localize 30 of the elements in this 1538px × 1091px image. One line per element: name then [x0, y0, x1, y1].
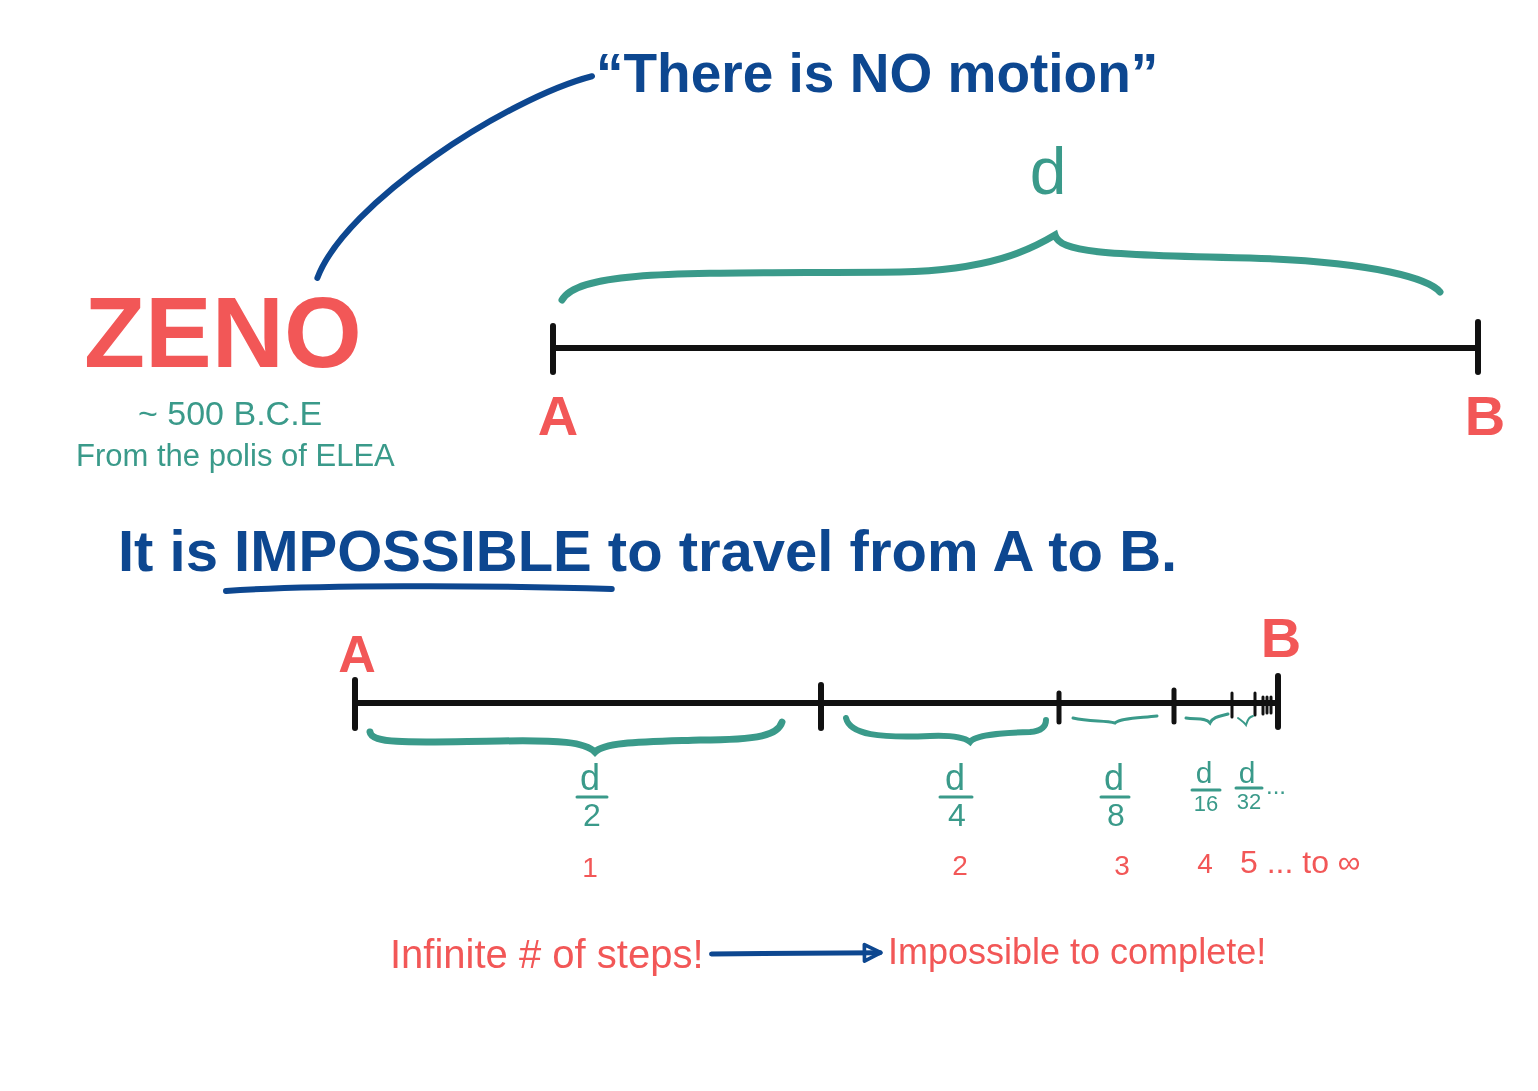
note-text: Infinite # of steps!	[390, 934, 704, 974]
step-number: 5 ... to ∞	[1240, 846, 1361, 878]
point-label: A	[537, 388, 579, 444]
ellipsis: ...	[1266, 774, 1286, 798]
numerator: d	[1238, 758, 1256, 788]
origin-text: From the polis of ELEA	[76, 440, 395, 471]
denominator: 2	[583, 799, 601, 831]
step-number: 1	[582, 854, 598, 882]
arrow	[709, 942, 883, 963]
point-label: B	[1464, 388, 1506, 444]
numerator: d	[1195, 758, 1213, 788]
numerator: d	[580, 760, 600, 796]
denominator: 32	[1236, 791, 1262, 813]
quote-text: “There is NO motion”	[596, 46, 1159, 101]
note-text: Impossible to complete!	[888, 934, 1267, 970]
point-label: A	[338, 628, 376, 680]
step-number: 2	[952, 852, 968, 880]
step-number: 4	[1197, 850, 1213, 878]
denominator: 16	[1193, 793, 1219, 815]
numerator: d	[945, 760, 965, 796]
name-heading: ZENO	[84, 282, 362, 382]
step-number: 3	[1114, 852, 1130, 880]
point-label: B	[1260, 610, 1302, 666]
denominator: 4	[948, 799, 966, 831]
date-text: ~ 500 B.C.E	[138, 396, 323, 430]
statement-text: It is IMPOSSIBLE to travel from A to B.	[118, 522, 1178, 580]
leader-line	[314, 73, 595, 281]
denominator: 8	[1107, 799, 1125, 831]
distance-label: d	[1029, 138, 1067, 204]
numerator: d	[1104, 760, 1124, 796]
